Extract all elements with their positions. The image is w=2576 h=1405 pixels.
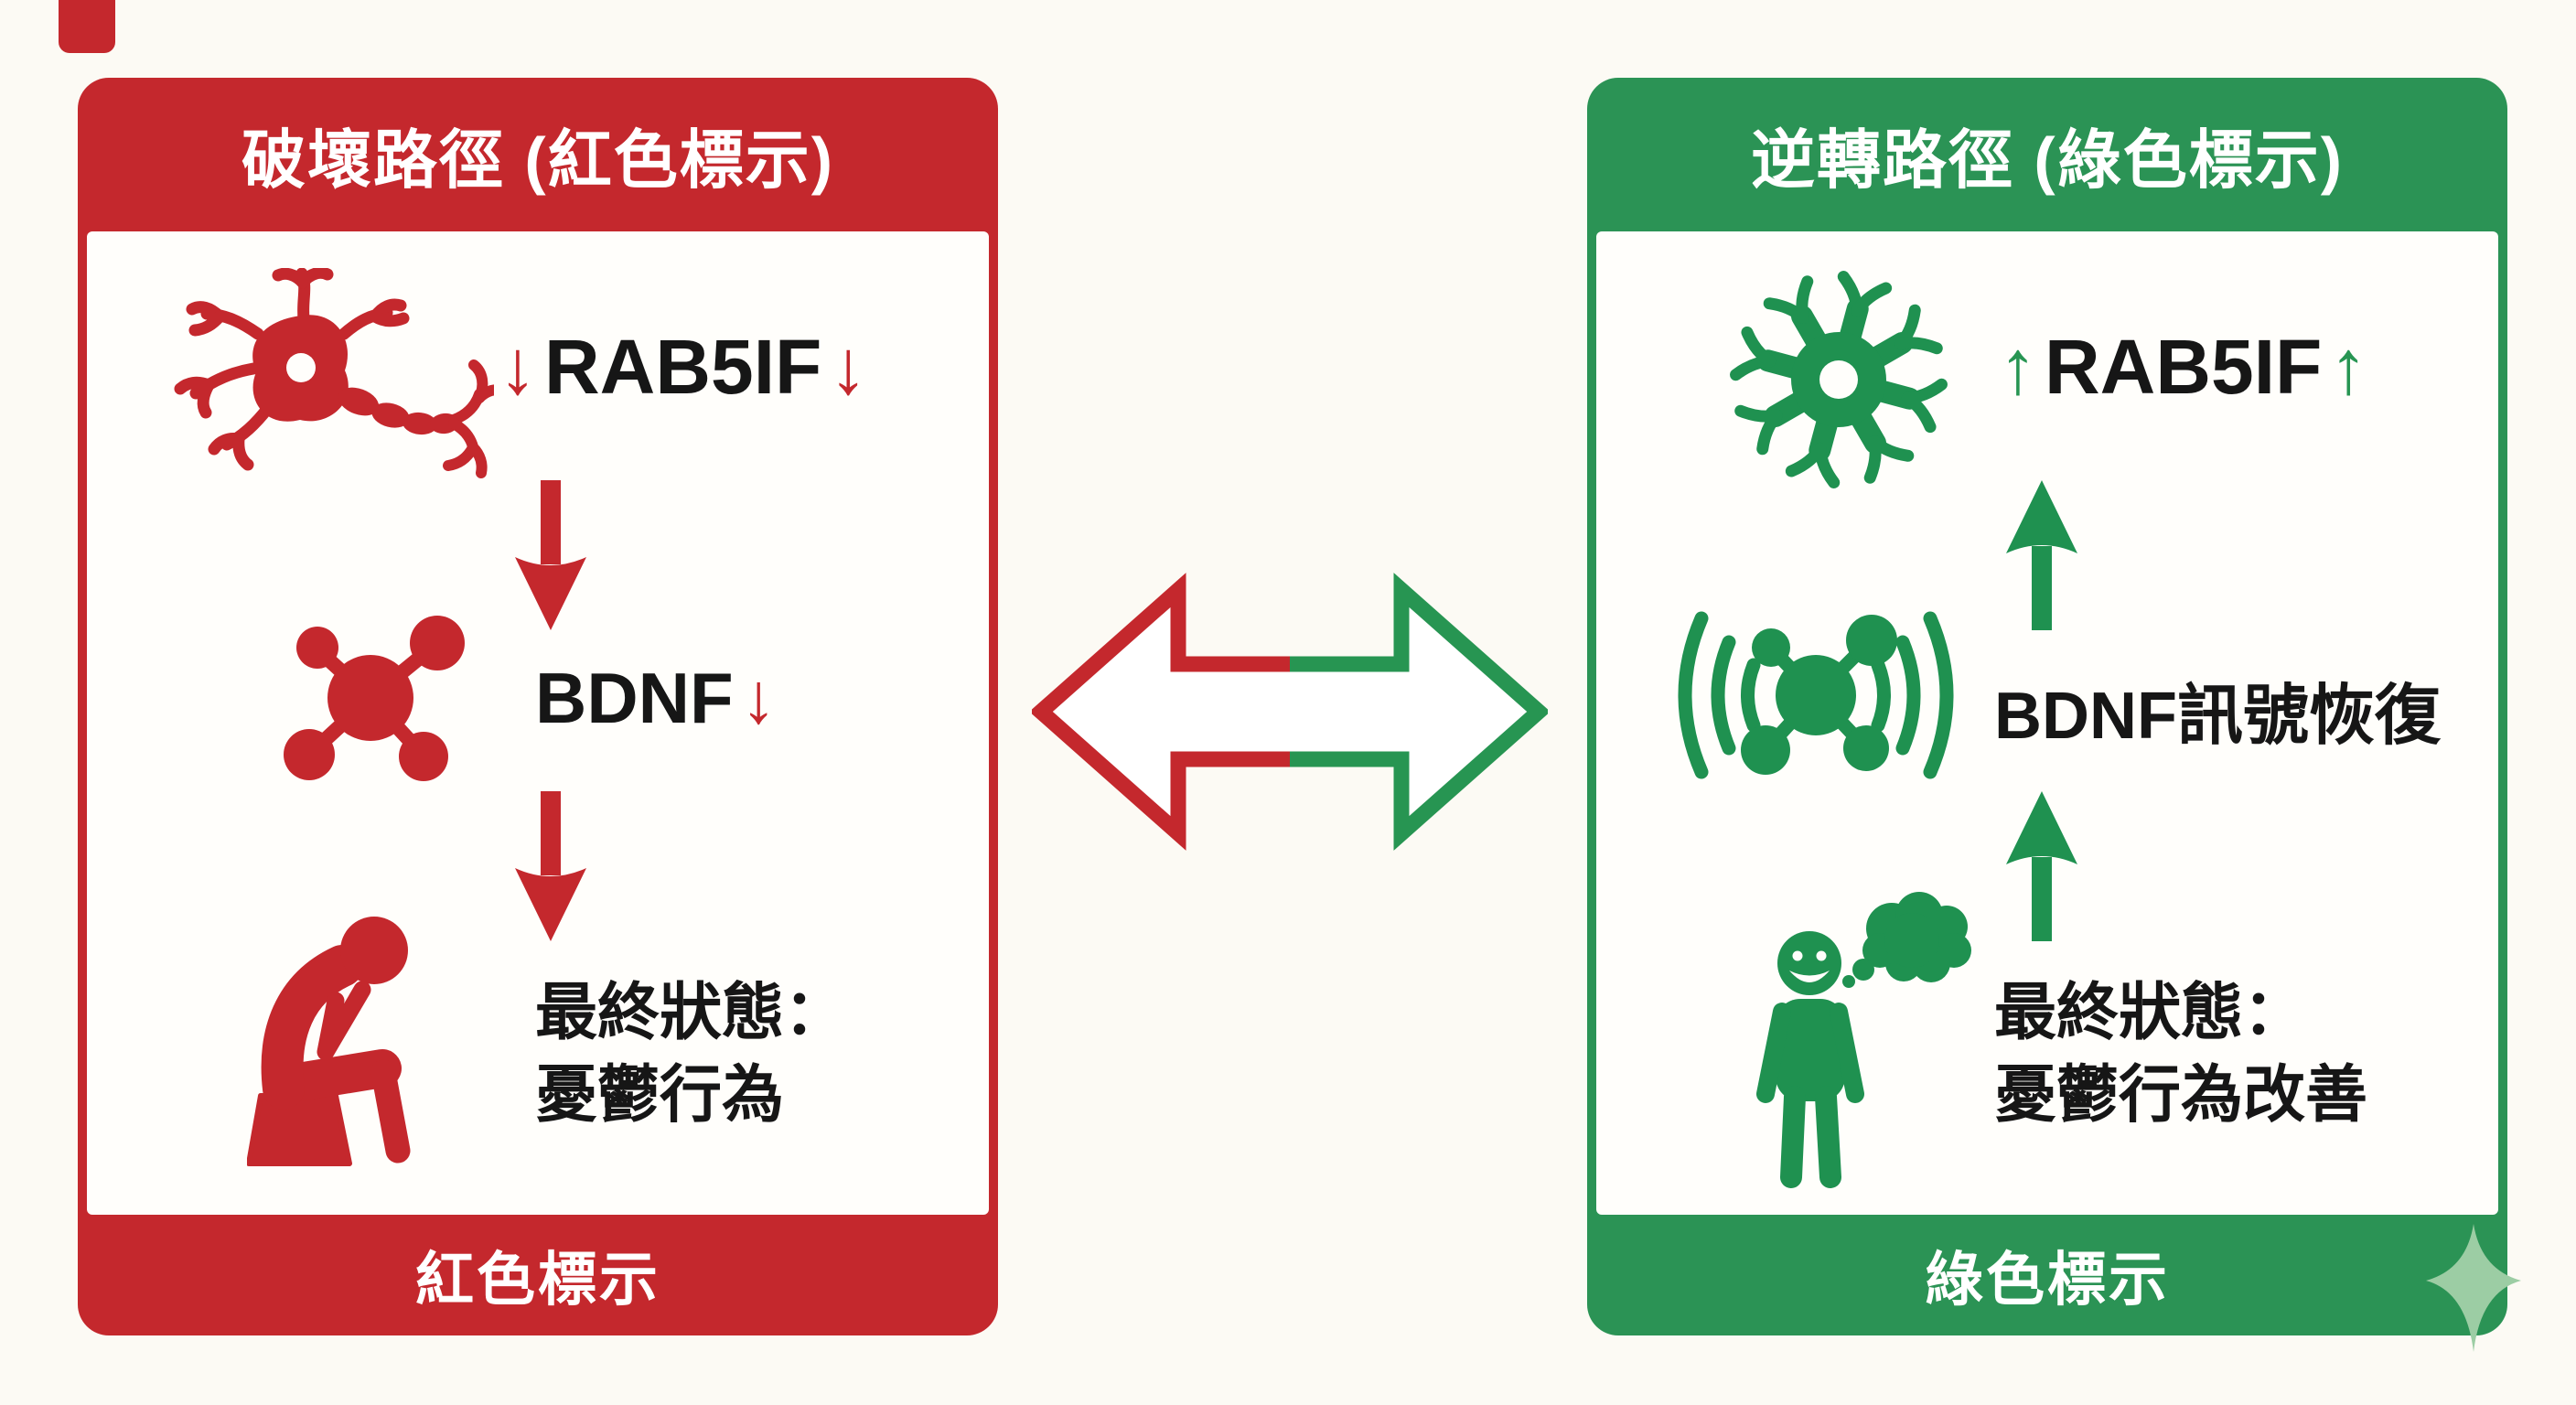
left-panel-header: 破壞路徑 (紅色標示) (241, 123, 835, 196)
right-panel-footer: 綠色標示 (1587, 1215, 2507, 1335)
bdnf-text: BDNF (535, 658, 734, 738)
up-arrow-icon: ↑ (1999, 324, 2037, 410)
final-state-line1: 最終狀態： (535, 978, 847, 1047)
sparkle-icon (2426, 1224, 2521, 1352)
up-arrow-icon: ↑ (2329, 324, 2368, 410)
right-panel-body: ↑ RAB5IF ↑ (1596, 231, 2498, 1215)
right-final-state: 最終狀態： 憂鬱行為改善 (1994, 972, 2367, 1137)
depressed-person-icon (247, 917, 411, 1166)
left-panel-body: ↓ RAB5IF ↓ (87, 231, 989, 1215)
down-arrow-icon: ↓ (829, 324, 868, 410)
left-final-state: 最終狀態： 憂鬱行為 (535, 972, 846, 1137)
up-arrow-icon (2006, 480, 2077, 630)
corner-artifact (59, 0, 115, 53)
down-arrow-icon (515, 791, 586, 941)
rab5if-down-label: ↓ RAB5IF ↓ (499, 323, 867, 412)
reversal-pathway-panel: 逆轉路徑 (綠色標示) (1587, 78, 2507, 1335)
down-arrow-icon (515, 480, 586, 630)
down-arrow-icon: ↓ (499, 324, 537, 410)
final-state-line2: 憂鬱行為改善 (1994, 1059, 2368, 1130)
bdnf-text: BDNF訊號恢復 (1994, 680, 2441, 753)
left-panel-footer: 紅色標示 (415, 1247, 660, 1313)
bdnf-recovery-label: BDNF訊號恢復 (1994, 661, 2441, 757)
molecule-icon (284, 616, 465, 781)
bdnf-down-label: BDNF ↓ (535, 657, 777, 740)
rab5if-text: RAB5IF (544, 324, 822, 410)
neuron-icon (1692, 268, 1985, 497)
up-arrow-icon (2006, 791, 2077, 941)
destruction-pathway-panel: 破壞路徑 (紅色標示) (78, 78, 998, 1335)
bidirectional-arrow-icon (1032, 573, 1548, 851)
signal-molecule-icon (1678, 611, 1954, 779)
happy-person-icon (1756, 892, 1971, 1188)
final-state-line1: 最終狀態： (1994, 978, 2306, 1047)
down-arrow-icon: ↓ (740, 658, 777, 738)
thought-bubble-icon (1842, 892, 1971, 988)
right-panel-header: 逆轉路徑 (綠色標示) (1750, 123, 2345, 196)
rab5if-up-label: ↑ RAB5IF ↑ (1999, 323, 2367, 412)
right-footer-text: 綠色標示 (1925, 1247, 2170, 1313)
rab5if-text: RAB5IF (2045, 324, 2323, 410)
final-state-line2: 憂鬱行為 (535, 1059, 785, 1130)
neuron-icon (174, 268, 494, 478)
